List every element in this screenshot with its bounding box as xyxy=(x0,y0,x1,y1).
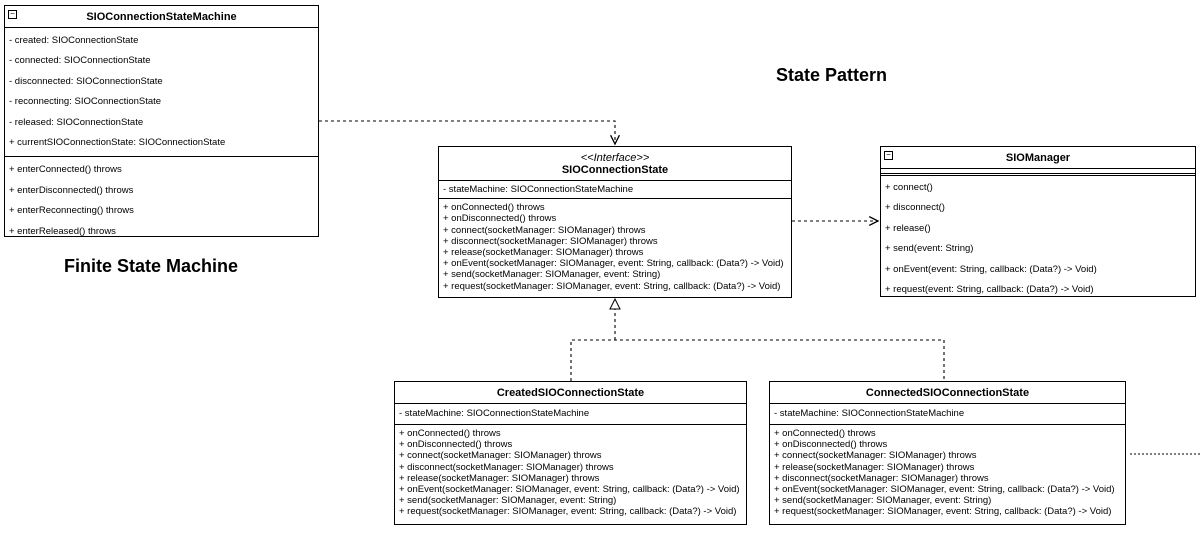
interface-class-header: <<Interface>> SIOConnectionState xyxy=(439,147,791,181)
interface-stereotype: <<Interface>> xyxy=(580,152,650,164)
method-row: + disconnect(socketManager: SIOManager) … xyxy=(399,461,614,473)
method-row: + disconnect() xyxy=(885,202,945,214)
realization-line xyxy=(570,339,945,381)
method-row: + onEvent(socketManager: SIOManager, eve… xyxy=(443,258,784,270)
connected-state-class-header: ConnectedSIOConnectionState xyxy=(770,382,1125,404)
created-state-attributes: - stateMachine: SIOConnectionStateMachin… xyxy=(395,404,746,425)
method-row: + send(event: String) xyxy=(885,243,974,255)
manager-methods: + connect() + disconnect() + release() +… xyxy=(881,176,1195,303)
method-row: + enterReconnecting() throws xyxy=(9,205,134,217)
interface-class-name: SIOConnectionState xyxy=(561,164,669,176)
attribute-row: - reconnecting: SIOConnectionState xyxy=(9,96,162,108)
fsm-to-interface-dependency xyxy=(319,120,615,144)
attribute-row: - disconnected: SIOConnectionState xyxy=(9,75,163,87)
connected-state-class-name: ConnectedSIOConnectionState xyxy=(865,387,1030,399)
method-row: + release(socketManager: SIOManager) thr… xyxy=(774,461,975,473)
method-row: + request(socketManager: SIOManager, eve… xyxy=(443,280,781,292)
method-row: + onEvent(socketManager: SIOManager, eve… xyxy=(774,484,1115,496)
interface-attributes: - stateMachine: SIOConnectionStateMachin… xyxy=(439,181,791,200)
method-row: + disconnect(socketManager: SIOManager) … xyxy=(443,235,658,247)
method-row: + enterReleased() throws xyxy=(9,225,116,237)
created-state-methods: + onConnected() throws + onDisconnected(… xyxy=(395,425,746,521)
method-row: + connect() xyxy=(885,182,933,193)
attribute-row: - stateMachine: SIOConnectionStateMachin… xyxy=(774,408,965,419)
method-row: + request(event: String, callback: (Data… xyxy=(885,284,1094,296)
method-row: + onDisconnected() throws xyxy=(774,439,888,451)
method-row: + release(socketManager: SIOManager) thr… xyxy=(399,472,600,484)
method-row: + onEvent(socketManager: SIOManager, eve… xyxy=(399,484,740,496)
connected-state-attributes: - stateMachine: SIOConnectionStateMachin… xyxy=(770,404,1125,425)
method-row: + onEvent(event: String, callback: (Data… xyxy=(885,263,1097,275)
attribute-row: - stateMachine: SIOConnectionStateMachin… xyxy=(399,408,590,419)
manager-class-name: SIOManager xyxy=(1005,152,1071,164)
connected-state-class-box[interactable]: ConnectedSIOConnectionState - stateMachi… xyxy=(769,381,1126,525)
method-row: + enterConnected() throws xyxy=(9,164,122,176)
manager-attributes-empty xyxy=(881,169,1195,176)
method-row: + release(socketManager: SIOManager) thr… xyxy=(443,247,644,259)
collapse-icon[interactable]: − xyxy=(884,151,893,160)
attribute-row: - released: SIOConnectionState xyxy=(9,116,144,128)
attribute-row: + currentSIOConnectionState: SIOConnecti… xyxy=(9,137,226,149)
method-row: + request(socketManager: SIOManager, eve… xyxy=(774,506,1112,518)
method-row: + send(socketManager: SIOManager, event:… xyxy=(443,269,661,281)
method-row: + onConnected() throws xyxy=(399,428,501,439)
method-row: + onDisconnected() throws xyxy=(443,213,557,225)
method-row: + onConnected() throws xyxy=(443,202,545,214)
method-row: + enterDisconnected() throws xyxy=(9,184,134,196)
manager-class-box[interactable]: − SIOManager + connect() + disconnect() … xyxy=(880,146,1196,297)
attribute-row: - stateMachine: SIOConnectionStateMachin… xyxy=(443,184,634,195)
fsm-class-name: SIOConnectionStateMachine xyxy=(86,11,237,23)
fsm-attributes: - created: SIOConnectionState - connecte… xyxy=(5,28,318,158)
method-row: + connect(socketManager: SIOManager) thr… xyxy=(443,224,646,236)
realization-arrowhead xyxy=(609,297,621,310)
created-state-class-box[interactable]: CreatedSIOConnectionState - stateMachine… xyxy=(394,381,747,525)
attribute-row: - connected: SIOConnectionState xyxy=(9,55,151,67)
finite-state-machine-title: Finite State Machine xyxy=(64,256,239,276)
fsm-class-box[interactable]: − SIOConnectionStateMachine - created: S… xyxy=(4,5,319,237)
state-pattern-title: State Pattern xyxy=(776,65,888,85)
created-state-class-name: CreatedSIOConnectionState xyxy=(496,387,645,399)
method-row: + send(socketManager: SIOManager, event:… xyxy=(399,495,617,507)
fsm-methods: + enterConnected() throws + enterDisconn… xyxy=(5,157,318,245)
method-row: + send(socketManager: SIOManager, event:… xyxy=(774,495,992,507)
method-row: + onDisconnected() throws xyxy=(399,439,513,451)
manager-class-header: − SIOManager xyxy=(881,147,1195,169)
method-row: + connect(socketManager: SIOManager) thr… xyxy=(399,450,602,462)
created-state-class-header: CreatedSIOConnectionState xyxy=(395,382,746,404)
fsm-class-header: − SIOConnectionStateMachine xyxy=(5,6,318,28)
interface-methods: + onConnected() throws + onDisconnected(… xyxy=(439,199,791,295)
collapse-icon[interactable]: − xyxy=(8,10,17,19)
method-row: + request(socketManager: SIOManager, eve… xyxy=(399,506,737,518)
interface-class-box[interactable]: <<Interface>> SIOConnectionState - state… xyxy=(438,146,792,298)
method-row: + connect(socketManager: SIOManager) thr… xyxy=(774,450,977,462)
method-row: + release() xyxy=(885,222,931,234)
attribute-row: - created: SIOConnectionState xyxy=(9,35,139,46)
method-row: + onConnected() throws xyxy=(774,428,876,439)
connected-state-methods: + onConnected() throws + onDisconnected(… xyxy=(770,425,1125,521)
method-row: + disconnect(socketManager: SIOManager) … xyxy=(774,472,989,484)
